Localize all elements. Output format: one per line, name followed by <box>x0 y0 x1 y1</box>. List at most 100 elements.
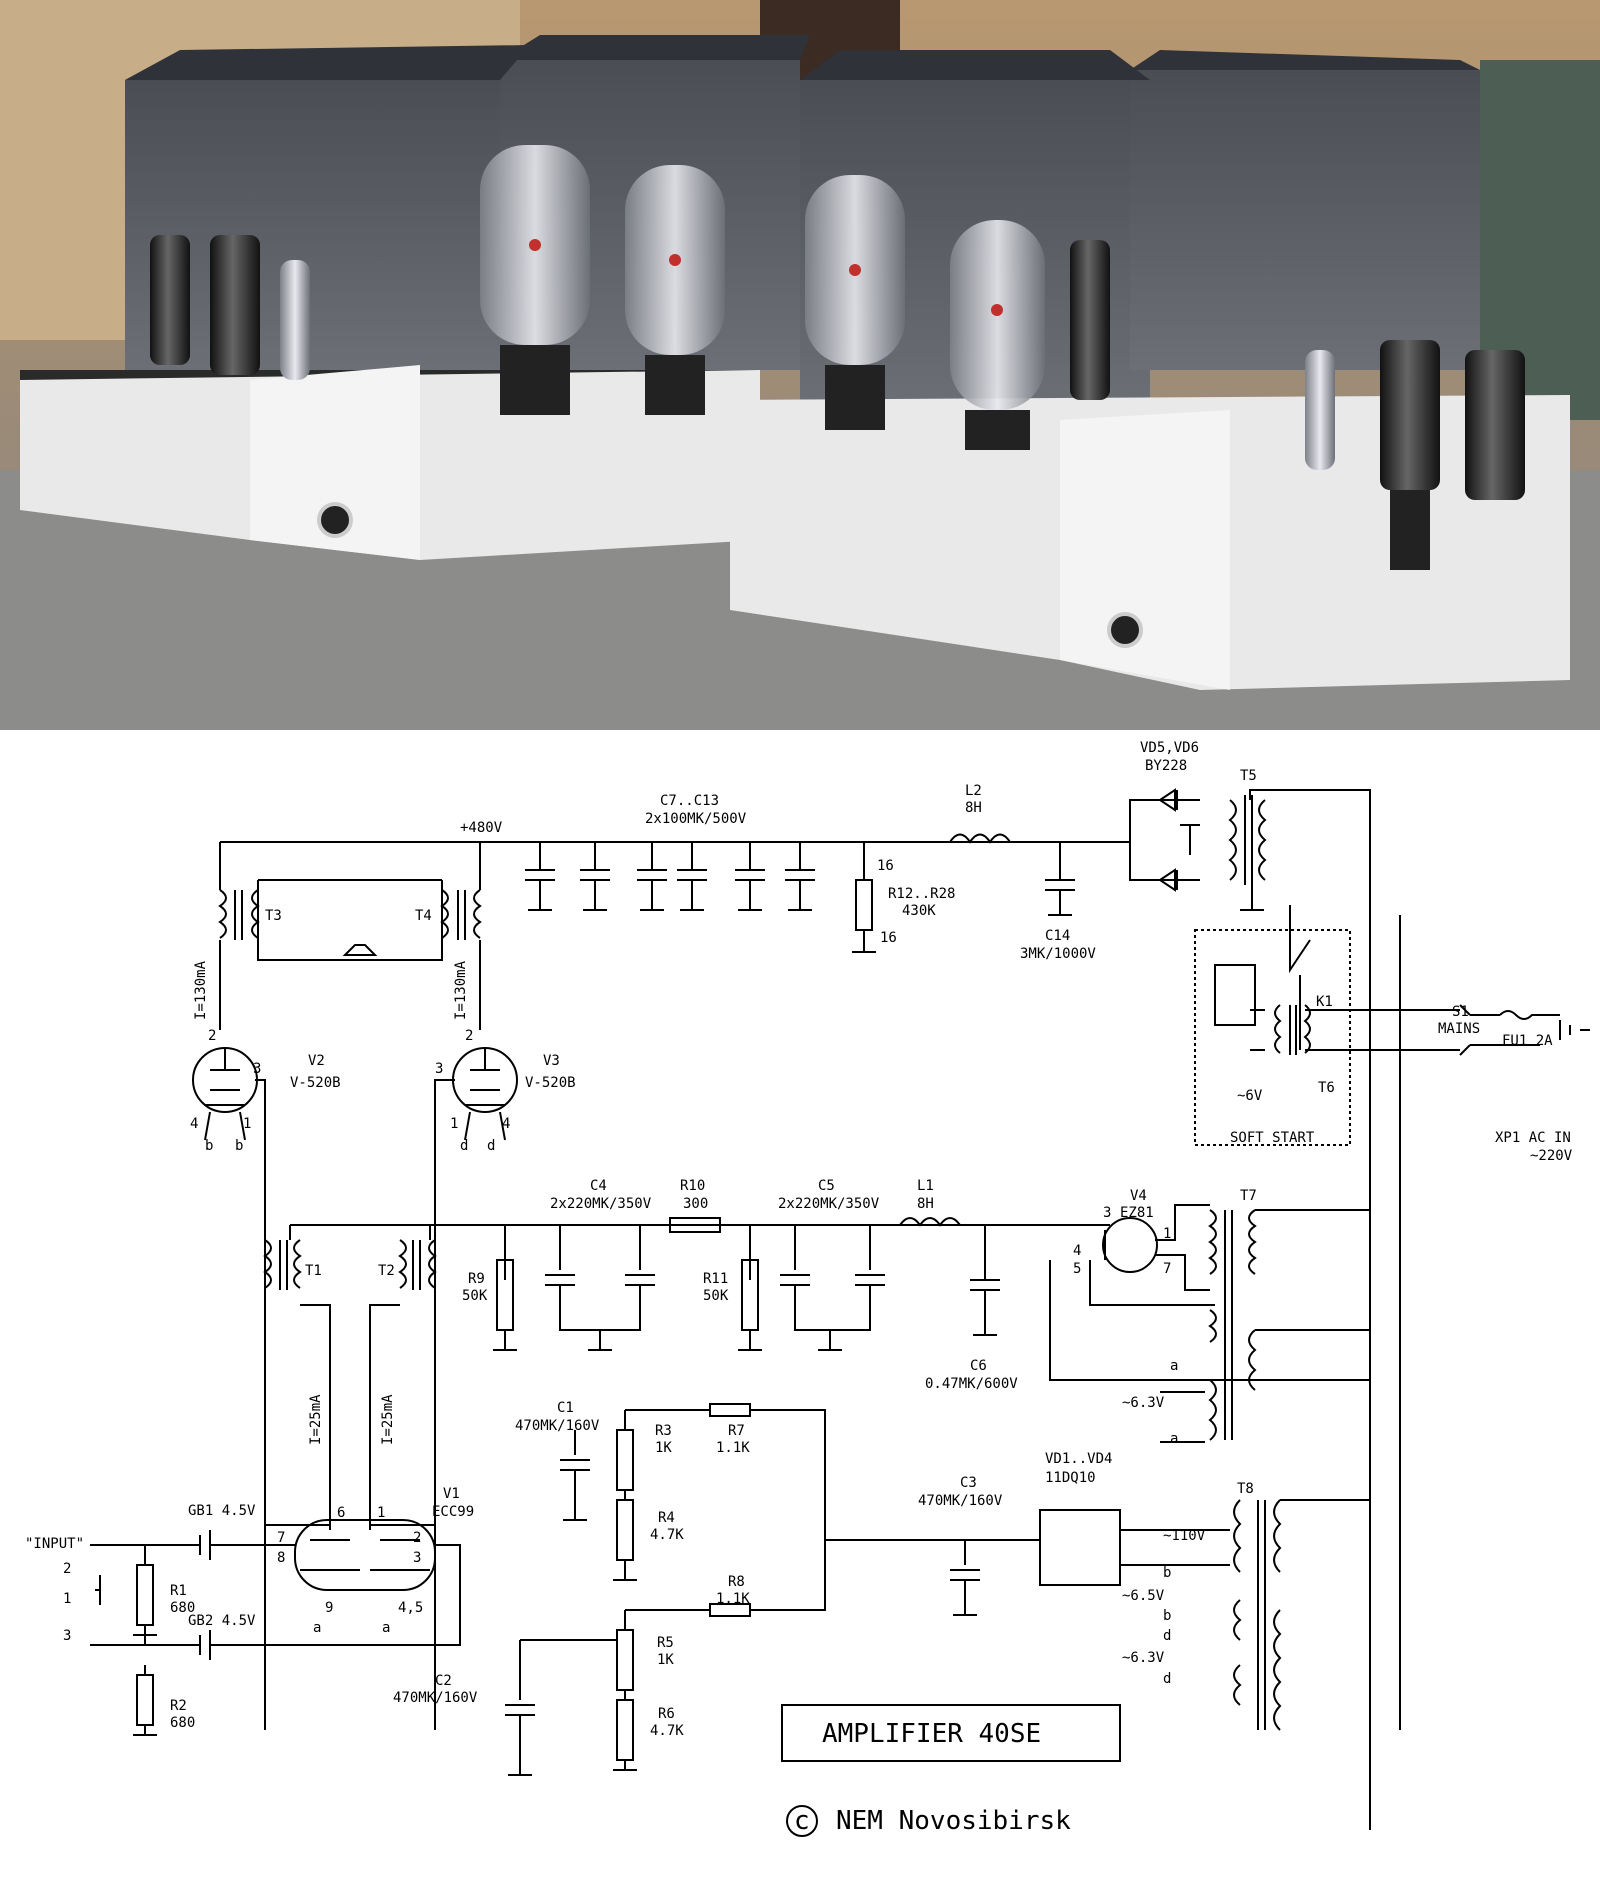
label-c1: C1 <box>557 1400 574 1416</box>
label-r6-value: 4.7K <box>650 1723 684 1739</box>
label-6-3v-t7: ~6.3V <box>1122 1395 1165 1411</box>
label-l1-value: 8H <box>917 1196 934 1212</box>
label-t6: T6 <box>1318 1080 1335 1096</box>
label-v3: V3 <box>543 1053 560 1069</box>
label-i25-right: I=25mA <box>380 1394 396 1445</box>
label-i25-left: I=25mA <box>308 1394 324 1445</box>
label-c5-value: 2x220MK/350V <box>778 1196 880 1212</box>
c14-capacitor <box>1045 842 1075 916</box>
right-power-switch <box>1107 612 1143 648</box>
label-c14: C14 <box>1045 928 1070 944</box>
label-r7-value: 1.1K <box>716 1440 750 1456</box>
vd5-vd6-rectifier <box>1158 788 1200 892</box>
label-c4: C4 <box>590 1178 607 1194</box>
label-v1-pin6: 6 <box>337 1505 345 1521</box>
v4-rectifier-tube <box>1049 1204 1370 1381</box>
label-c3-value: 470MK/160V <box>918 1493 1003 1509</box>
label-v2-pin4: 4 <box>190 1116 198 1132</box>
l2-choke <box>949 833 1011 844</box>
label-v3-type: V-520B <box>525 1075 576 1091</box>
label-r7: R7 <box>728 1423 745 1439</box>
left-power-switch <box>317 502 353 538</box>
label-t8-b2: b <box>1163 1608 1171 1624</box>
label-110v: ~110V <box>1163 1528 1206 1544</box>
bridge-rectifier <box>950 1509 1230 1616</box>
label-v4-pin4: 4 <box>1073 1243 1081 1259</box>
label-v4-pin7: 7 <box>1163 1261 1171 1277</box>
label-t5: T5 <box>1240 768 1257 784</box>
label-v3-pin1: 1 <box>450 1116 458 1132</box>
label-mains: MAINS <box>1438 1021 1480 1037</box>
mains-input-wires <box>1305 915 1590 1730</box>
label-c5: C5 <box>818 1178 835 1194</box>
label-c6-value: 0.47MK/600V <box>925 1376 1018 1392</box>
schematic-title: AMPLIFIER 40SE <box>822 1719 1041 1749</box>
label-v2-b2: b <box>235 1138 243 1154</box>
filter-capacitor-bank <box>525 842 815 911</box>
label-r9: R9 <box>468 1271 485 1287</box>
label-gb1: GB1 4.5V <box>188 1503 256 1519</box>
label-t7: T7 <box>1240 1188 1257 1204</box>
label-v3-d1: d <box>460 1138 468 1154</box>
label-v2-pin3: 3 <box>253 1061 261 1077</box>
label-c7-c13: C7..C13 <box>660 793 719 809</box>
label-soft-start: SOFT START <box>1230 1130 1315 1146</box>
copyright-text: NEM Novosibirsk <box>836 1806 1071 1836</box>
label-v3-d2: d <box>487 1138 495 1154</box>
label-220v: ~220V <box>1530 1148 1573 1164</box>
label-c2: C2 <box>435 1673 452 1689</box>
label-v1-a1: a <box>313 1620 321 1636</box>
small-tubes-and-capacitors <box>150 235 1525 570</box>
label-v1-pin3: 3 <box>413 1550 421 1566</box>
label-r11-value: 50K <box>703 1288 729 1304</box>
label-c7-c13-value: 2x100MK/500V <box>645 811 747 827</box>
label-t8-d1: d <box>1163 1628 1171 1644</box>
label-xp1: XP1 AC IN <box>1495 1130 1571 1146</box>
left-amplifier-unit <box>20 35 810 560</box>
label-gb2: GB2 4.5V <box>188 1613 256 1629</box>
label-r1: R1 <box>170 1583 187 1599</box>
label-v4: V4 <box>1130 1188 1147 1204</box>
label-6-5v: ~6.5V <box>1122 1588 1165 1604</box>
label-6-3v-t8: ~6.3V <box>1122 1650 1165 1666</box>
label-v2-pin2: 2 <box>208 1028 216 1044</box>
label-ez81: EZ81 <box>1120 1205 1154 1221</box>
svg-text:c: c <box>794 1806 810 1836</box>
label-16-top: 16 <box>877 858 894 874</box>
t7-power-transformer <box>1160 1209 1370 1443</box>
label-r12-r28-value: 430K <box>902 903 936 919</box>
label-v4-pin5: 5 <box>1073 1261 1081 1277</box>
label-v3-pin4: 4 <box>502 1116 510 1132</box>
label-t3: T3 <box>265 908 282 924</box>
label-r2-value: 680 <box>170 1715 195 1731</box>
t5-transformer <box>1228 795 1267 911</box>
label-v1-pin1: 1 <box>377 1505 385 1521</box>
label-c2-value: 470MK/160V <box>393 1690 478 1706</box>
r12-r28-resistor <box>852 842 876 953</box>
label-11dq10: 11DQ10 <box>1045 1470 1096 1486</box>
label-i130-right: I=130mA <box>453 960 469 1020</box>
label-vd5-vd6: VD5,VD6 <box>1140 740 1199 756</box>
amplifier-schematic: +480V C7..C13 2x100MK/500V L2 8H VD5,VD6… <box>0 730 1600 1888</box>
output-tubes <box>480 145 1045 450</box>
label-r4-value: 4.7K <box>650 1527 684 1543</box>
label-v3-pin2: 2 <box>465 1028 473 1044</box>
label-c3: C3 <box>960 1475 977 1491</box>
label-480v: +480V <box>460 820 503 836</box>
label-r3: R3 <box>655 1423 672 1439</box>
label-v1-pin9: 9 <box>325 1600 333 1616</box>
label-r2: R2 <box>170 1698 187 1714</box>
label-c4-value: 2x220MK/350V <box>550 1196 652 1212</box>
label-c6: C6 <box>970 1358 987 1374</box>
label-r12-r28: R12..R28 <box>888 886 955 902</box>
label-input: "INPUT" <box>25 1536 84 1552</box>
label-r5: R5 <box>657 1635 674 1651</box>
t8-heater-transformer <box>1233 1499 1370 1731</box>
amplifier-photo <box>0 0 1600 730</box>
label-v1-pin4-5: 4,5 <box>398 1600 423 1616</box>
label-t8-d2: d <box>1163 1671 1171 1687</box>
label-v2: V2 <box>308 1053 325 1069</box>
label-r4: R4 <box>658 1510 675 1526</box>
label-r9-value: 50K <box>462 1288 488 1304</box>
label-v4-pin3: 3 <box>1103 1205 1111 1221</box>
